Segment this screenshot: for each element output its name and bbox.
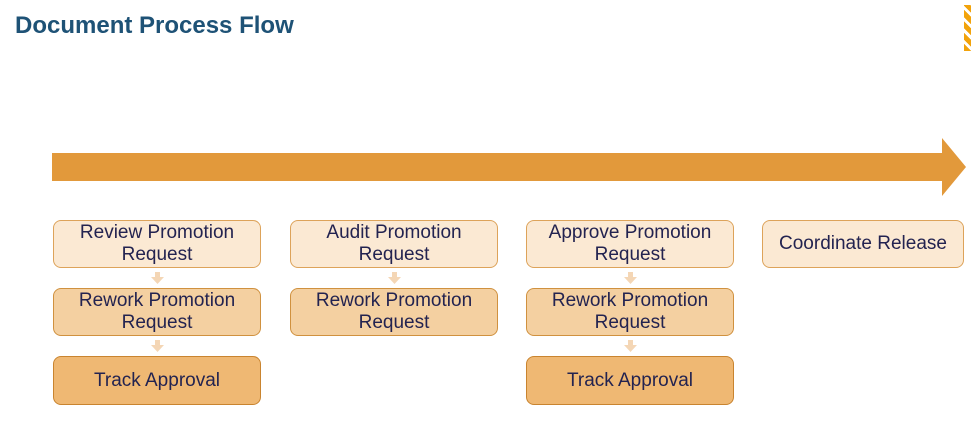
down-arrow-icon [623,271,637,284]
down-arrow-icon [150,339,164,352]
down-arrow-connector [290,268,498,288]
flow-step-box: Review Promotion Request [53,220,261,269]
flow-column-release: Coordinate Release [762,220,964,268]
down-arrow-connector [526,336,734,356]
down-arrow-connector [53,336,261,356]
down-arrow-icon [150,271,164,284]
flow-column-audit: Audit Promotion Request Rework Promotion… [290,220,498,337]
corner-ribbon-icon [964,5,971,51]
flow-column-approve: Approve Promotion Request Rework Promoti… [526,220,734,406]
down-arrow-icon [387,271,401,284]
process-flow-right-arrow-icon [52,138,966,196]
flow-step-box: Track Approval [526,356,734,406]
flow-step-box: Coordinate Release [762,220,964,268]
flow-step-box: Track Approval [53,356,261,406]
flow-step-box: Rework Promotion Request [290,288,498,337]
flow-step-box: Rework Promotion Request [53,288,261,337]
flow-column-review: Review Promotion Request Rework Promotio… [53,220,261,406]
flow-step-box: Approve Promotion Request [526,220,734,269]
down-arrow-connector [53,268,261,288]
down-arrow-connector [526,268,734,288]
flow-step-box: Rework Promotion Request [526,288,734,337]
down-arrow-icon [623,339,637,352]
flow-step-box: Audit Promotion Request [290,220,498,269]
page-title: Document Process Flow [15,12,294,39]
